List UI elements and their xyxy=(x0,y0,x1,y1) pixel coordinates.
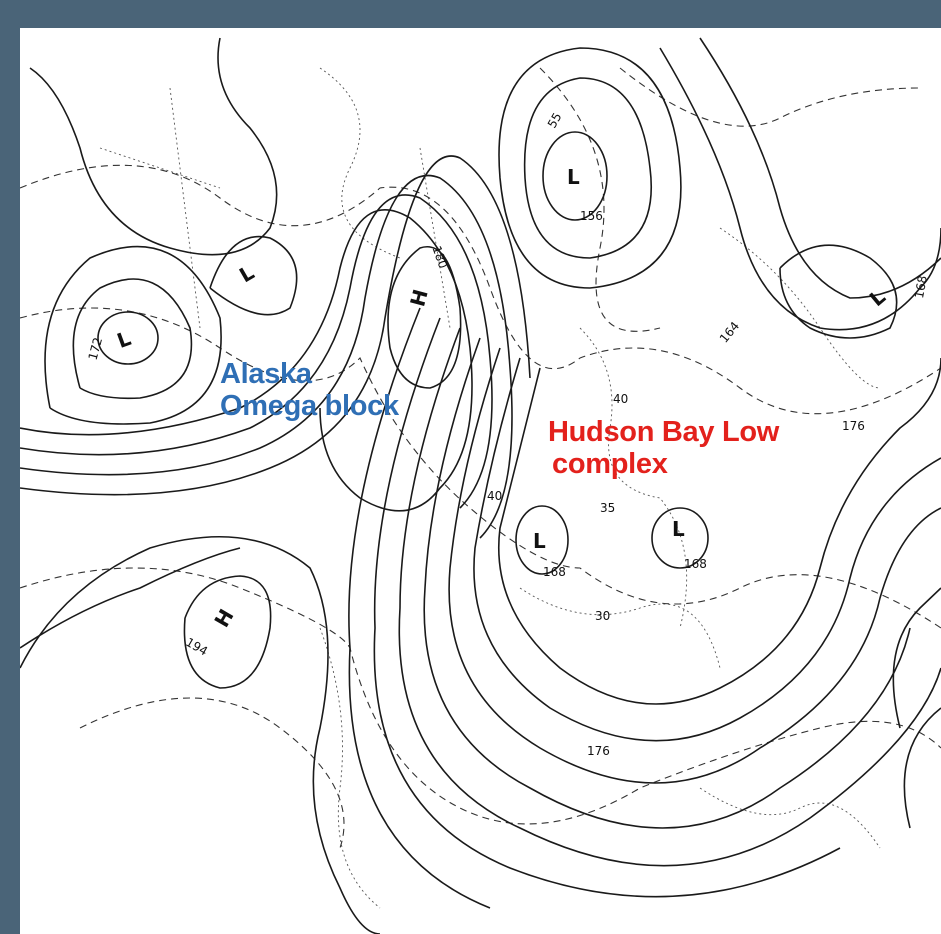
upper-air-chart: L 156 L L 172 H 180 L L 168 L 168 H 194 … xyxy=(20,28,941,934)
low-symbol: L xyxy=(533,529,546,553)
contour-value: 176 xyxy=(842,419,865,433)
contour-value: 176 xyxy=(587,744,610,758)
dashed-isotherms xyxy=(20,67,941,849)
height-contours xyxy=(20,37,941,934)
contour-value: 40 xyxy=(613,392,628,406)
low-symbol: L xyxy=(865,284,890,311)
contour-value: 172 xyxy=(86,336,105,362)
low-value: 156 xyxy=(580,209,603,223)
hudson-annotation-line2: complex xyxy=(552,448,668,480)
low-symbol: L xyxy=(114,326,134,353)
high-symbol: H xyxy=(209,605,238,632)
contour-labels: 164 176 176 168 40 35 30 40 55 xyxy=(487,110,930,758)
contour-value: 40 xyxy=(487,489,502,503)
high-symbol: H xyxy=(405,287,433,309)
alaska-annotation-line1: Alaska xyxy=(220,358,312,390)
contour-value: 35 xyxy=(600,501,615,515)
contour-value: 55 xyxy=(545,110,565,130)
alaska-annotation-line2: Omega block xyxy=(220,390,399,422)
contour-value: 30 xyxy=(595,609,610,623)
alaska-annotation: Alaska Omega block xyxy=(220,358,399,422)
contour-value: 168 xyxy=(912,274,930,299)
coastlines xyxy=(99,67,881,909)
low-symbol: L xyxy=(672,517,685,541)
low-value: 168 xyxy=(543,565,566,579)
low-value: 168 xyxy=(684,557,707,571)
hudson-annotation: Hudson Bay Low complex xyxy=(548,416,779,480)
low-symbol: L xyxy=(567,165,580,189)
low-symbol: L xyxy=(235,260,258,287)
contour-map: L 156 L L 172 H 180 L L 168 L 168 H 194 … xyxy=(20,37,941,934)
contour-value: 180 xyxy=(429,244,450,270)
contour-value: 164 xyxy=(717,319,742,346)
hudson-annotation-line1: Hudson Bay Low xyxy=(548,416,780,448)
pressure-systems: L 156 L L 172 H 180 L L 168 L 168 H 194 xyxy=(86,165,891,659)
